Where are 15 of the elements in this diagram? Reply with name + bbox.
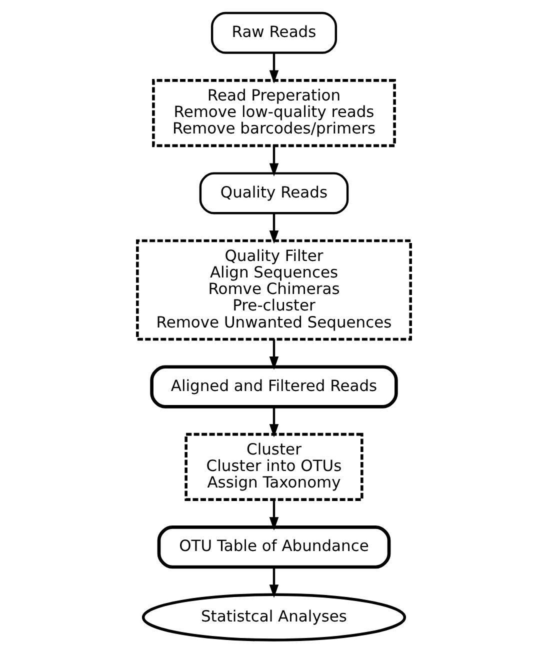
arrow: [268, 500, 278, 530]
node-box: Cluster Cluster into OTUs Assign Taxonomy: [184, 432, 363, 501]
node-box: Quality Filter Align Sequences Romve Chimeras Pre-cluster Remove Unwanted Sequences: [136, 239, 412, 341]
arrow: [268, 213, 278, 244]
arrow: [268, 567, 278, 598]
node-box: OTU Table of Abundance: [156, 526, 390, 569]
node-ellipse: Statistcal Analyses: [141, 593, 406, 642]
arrow: [268, 339, 278, 370]
node-box: Read Preperation Remove low-quality reads Remove barcodes/primers: [152, 79, 396, 148]
node-box: Raw Reads: [210, 12, 337, 54]
arrow: [268, 146, 278, 177]
node-box: Quality Reads: [198, 172, 348, 214]
node-box: Aligned and Filtered Reads: [150, 365, 398, 408]
arrow: [268, 52, 278, 84]
arrow: [268, 406, 278, 438]
